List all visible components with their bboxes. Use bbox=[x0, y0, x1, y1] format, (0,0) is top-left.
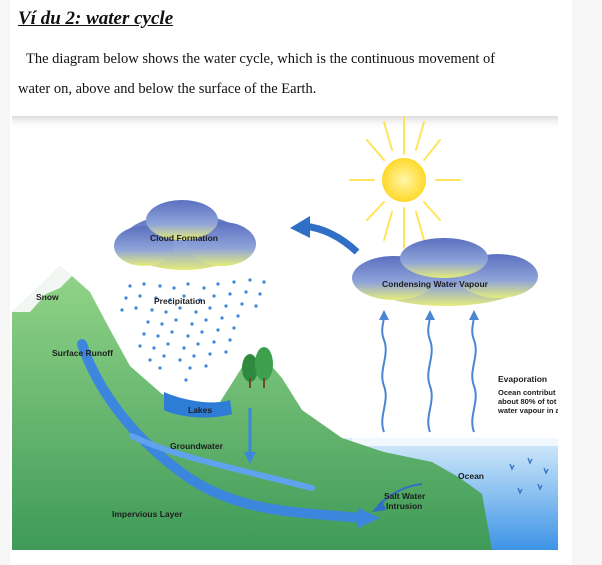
label-ocean: Ocean bbox=[458, 471, 484, 481]
water-cycle-svg: Cloud Formation Precipitation Snow Surfa… bbox=[12, 116, 558, 550]
label-precipitation: Precipitation bbox=[154, 296, 205, 306]
sun-icon bbox=[349, 116, 461, 249]
tree-icon bbox=[242, 347, 273, 388]
evaporation-arrows bbox=[381, 315, 477, 433]
label-snow: Snow bbox=[36, 292, 59, 302]
groundwater-flow bbox=[77, 339, 367, 523]
impervious-flow bbox=[129, 433, 315, 491]
lake-water bbox=[164, 392, 232, 418]
infiltration-arrowhead bbox=[244, 452, 256, 464]
cloud-transfer-arrowhead bbox=[290, 216, 310, 238]
label-condensing-water-vapour: Condensing Water Vapour bbox=[382, 279, 489, 289]
label-groundwater: Groundwater bbox=[170, 441, 224, 451]
condensing-cloud bbox=[352, 238, 538, 306]
ocean-waves bbox=[509, 457, 549, 495]
label-evaporation-note-3: water vapour in a bbox=[497, 406, 558, 415]
paragraph-line-2: water on, above and below the surface of… bbox=[18, 81, 317, 97]
label-cloud-formation: Cloud Formation bbox=[150, 233, 218, 243]
cloud-transfer-arrow bbox=[303, 222, 360, 255]
page-content: Ví du 2: water cycle The diagram below s… bbox=[10, 0, 572, 565]
groundwater-arrowhead bbox=[358, 508, 380, 528]
salt-water-arrowhead bbox=[372, 500, 386, 512]
precipitation-rain bbox=[120, 278, 266, 382]
cloud-formation-cloud bbox=[114, 200, 256, 270]
label-intrusion: Intrusion bbox=[386, 501, 422, 511]
label-surface-runoff: Surface Runoff bbox=[52, 348, 113, 358]
land-mass bbox=[12, 266, 492, 550]
intro-paragraph: The diagram below shows the water cycle,… bbox=[18, 44, 566, 104]
label-evaporation-note-2: about 80% of tot bbox=[498, 397, 557, 406]
water-cycle-diagram: Cloud Formation Precipitation Snow Surfa… bbox=[12, 116, 558, 550]
evaporation-arrowheads bbox=[379, 310, 479, 320]
label-salt-water: Salt Water bbox=[384, 491, 426, 501]
label-lakes: Lakes bbox=[188, 405, 212, 415]
section-heading: Ví du 2: water cycle bbox=[18, 8, 174, 29]
label-impervious-layer: Impervious Layer bbox=[112, 509, 183, 519]
label-evaporation: Evaporation bbox=[498, 374, 547, 384]
label-evaporation-note-1: Ocean contribut bbox=[498, 388, 556, 397]
figure-top-shade bbox=[12, 116, 558, 130]
paragraph-line-1: The diagram below shows the water cycle,… bbox=[26, 51, 496, 67]
